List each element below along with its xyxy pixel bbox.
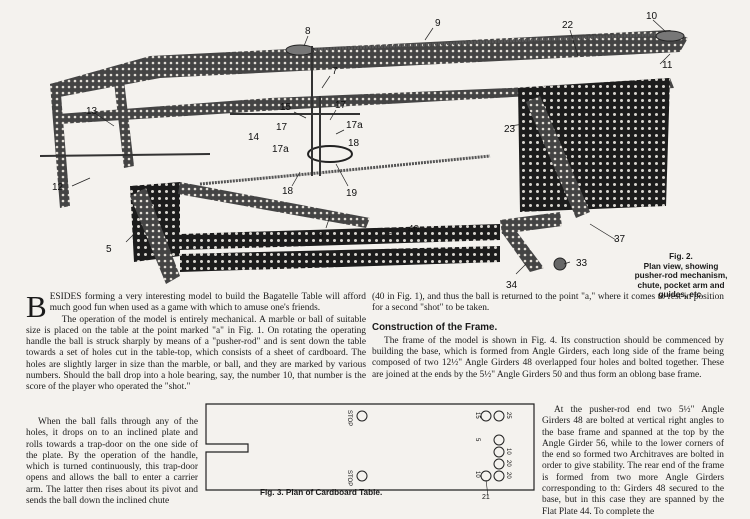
chute-plate-2 xyxy=(180,246,500,272)
callout-19: 19 xyxy=(346,188,358,199)
continuation-paragraph: (40 in Fig. 1), and thus the ball is ret… xyxy=(372,292,724,314)
hole-20b xyxy=(493,470,505,482)
caption-line: Plan view, showing xyxy=(643,261,719,271)
operation-paragraph: The operation of the model is entirely m… xyxy=(26,314,366,393)
callout-13: 13 xyxy=(86,106,98,117)
figure-2-caption: Fig. 2. Plan view, showing pusher-rod me… xyxy=(620,252,742,300)
callout-17-left: 17 xyxy=(276,122,288,133)
caption-line: pusher-rod mechanism, xyxy=(634,271,728,281)
callout-12: 12 xyxy=(52,182,64,193)
callout-22: 22 xyxy=(562,20,574,31)
stop-hole-top xyxy=(356,410,368,422)
chain-lower xyxy=(199,154,491,186)
callout-15: 15 xyxy=(280,102,292,113)
hole-label-5: 5 xyxy=(474,438,480,442)
cardboard-outline xyxy=(205,403,535,491)
intro-text: ESIDES forming a very interesting model … xyxy=(49,292,366,314)
leader-21 xyxy=(485,479,489,497)
callout-37: 37 xyxy=(614,234,626,245)
callout-7: 7 xyxy=(332,66,338,77)
chute-plate-1 xyxy=(180,224,500,250)
hole-5 xyxy=(493,434,505,446)
sprocket-8 xyxy=(285,44,315,56)
strip-37 xyxy=(500,212,562,234)
figure-3-table-plan: STOP STOP 15 25 5 10 10 20 20 21 xyxy=(205,403,535,500)
stop-hole-bottom xyxy=(356,470,368,482)
callout-11: 11 xyxy=(662,60,673,71)
pulley-33 xyxy=(553,257,567,271)
hole-10b xyxy=(493,446,505,458)
callout-5: 5 xyxy=(106,244,112,255)
right-column: (40 in Fig. 1), and thus the ball is ret… xyxy=(372,292,724,381)
callout-10: 10 xyxy=(646,11,658,22)
chain-9 xyxy=(299,32,671,52)
ball-paragraph: When the ball falls through any of the h… xyxy=(26,417,198,507)
strip-5 xyxy=(130,188,180,284)
strip-23 xyxy=(526,96,590,218)
strip-6 xyxy=(178,182,370,228)
left-post xyxy=(50,82,70,208)
callout-18-lower: 18 xyxy=(282,186,294,197)
callout-6: 6 xyxy=(318,230,324,241)
hole-label-20b: 20 xyxy=(505,472,511,479)
callout-17a-right: 17a xyxy=(346,120,363,131)
hole-label-25: 25 xyxy=(505,412,511,419)
callout-18-right: 18 xyxy=(348,138,360,149)
strip-34 xyxy=(500,228,544,272)
figure-2-photo: 9 10 8 22 7 11 13 15 17 17a 17 17a 14 18… xyxy=(39,11,688,290)
callout-17a-left: 17a xyxy=(272,144,289,155)
stop-label-bottom: STOP xyxy=(346,470,352,486)
callout-8: 8 xyxy=(305,26,311,37)
pusher-end-paragraph: At the pusher-rod end two 5½" Angle Gird… xyxy=(542,405,724,517)
callout-23: 23 xyxy=(504,124,516,135)
callout-21: 21 xyxy=(482,494,490,500)
hole-label-10: 10 xyxy=(474,471,480,478)
caption-line: Fig. 2. xyxy=(669,252,693,261)
callout-labels: 9 10 8 22 7 11 13 15 17 17a 17 17a 14 18… xyxy=(52,11,673,290)
hole-20a xyxy=(493,458,505,470)
hole-label-10b: 10 xyxy=(505,448,511,455)
caption-line: chute, pocket arm and xyxy=(637,280,725,290)
gear-19 xyxy=(307,145,353,163)
end-plate xyxy=(518,78,670,212)
callout-40: 40 xyxy=(408,224,420,235)
right-column-narrow: At the pusher-rod end two 5½" Angle Gird… xyxy=(542,405,724,518)
frame-paragraph: The frame of the model is shown in Fig. … xyxy=(372,335,724,380)
callout-33: 33 xyxy=(576,258,588,269)
drop-cap: B xyxy=(26,289,47,324)
callout-34: 34 xyxy=(506,280,518,290)
left-column-narrow: When the ball falls through any of the h… xyxy=(26,417,198,507)
handle-rod xyxy=(39,153,211,157)
hole-label-15: 15 xyxy=(474,412,480,419)
hole-label-20a: 20 xyxy=(505,460,511,467)
figure-3-caption: Fig. 3. Plan of Cardboard Table. xyxy=(260,488,383,497)
callout-17-upper: 17 xyxy=(335,100,347,111)
stop-label-top: STOP xyxy=(346,410,352,426)
left-post-2 xyxy=(114,80,134,168)
callout-14: 14 xyxy=(248,132,260,143)
section-heading: Construction of the Frame. xyxy=(372,321,498,333)
hole-15 xyxy=(480,410,492,422)
callout-9: 9 xyxy=(435,18,441,29)
hole-10 xyxy=(480,470,492,482)
top-rail xyxy=(50,30,688,98)
leader-lines xyxy=(71,19,671,275)
sprocket-10 xyxy=(655,30,685,42)
hole-25 xyxy=(493,410,505,422)
caption-line: guides, etc. xyxy=(658,290,704,300)
